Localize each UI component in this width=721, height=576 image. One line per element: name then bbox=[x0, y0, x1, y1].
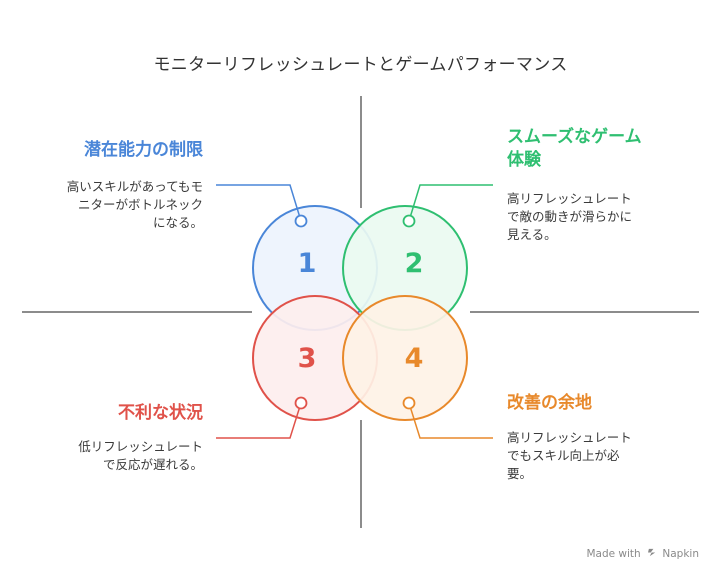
diagram-title: モニターリフレッシュレートとゲームパフォーマンス bbox=[153, 55, 568, 75]
quadrant-3-desc-line: で反応が遅れる。 bbox=[102, 457, 203, 472]
made-with-text: Made with bbox=[586, 548, 641, 560]
quadrant-3-title: 不利な状況 bbox=[118, 403, 203, 423]
connector-4 bbox=[408, 402, 493, 439]
connector-dot-2 bbox=[402, 214, 416, 228]
quadrant-2-title-line: スムーズなゲーム bbox=[507, 127, 642, 147]
circle-number-3: 3 bbox=[297, 343, 317, 374]
quadrant-2-desc-line: で敵の動きが滑らかに bbox=[507, 209, 633, 224]
quadrant-2-description: 高リフレッシュレート で敵の動きが滑らかに 見える。 bbox=[507, 190, 707, 244]
circle-4 bbox=[342, 295, 468, 421]
quadrant-2-title: スムーズなゲーム 体験 bbox=[507, 126, 707, 172]
quadrant-4-desc-line: 要。 bbox=[507, 466, 533, 481]
quadrant-2-title-line: 体験 bbox=[507, 150, 541, 170]
connector-dot-4 bbox=[402, 396, 416, 410]
quadrant-4-description: 高リフレッシュレート でもスキル向上が必 要。 bbox=[507, 429, 707, 483]
circle-number-2: 2 bbox=[404, 248, 424, 279]
connector-1 bbox=[216, 184, 302, 222]
quadrant-4-desc-line: 高リフレッシュレート bbox=[507, 430, 632, 445]
quadrant-2-desc-line: 見える。 bbox=[507, 227, 557, 242]
connector-dot-1 bbox=[294, 214, 308, 228]
connector-dot-3 bbox=[294, 396, 308, 410]
connector-2 bbox=[408, 184, 493, 222]
quadrant-1-desc-line: 高いスキルがあってもモ bbox=[66, 179, 203, 194]
quadrant-1-description: 高いスキルがあってもモ ニターがボトルネック になる。 bbox=[18, 178, 203, 232]
quadrant-1-desc-line: になる。 bbox=[152, 215, 203, 230]
quadrant-3-desc-line: 低リフレッシュレート bbox=[78, 439, 203, 454]
quadrant-3-description: 低リフレッシュレート で反応が遅れる。 bbox=[18, 438, 203, 474]
connector-3 bbox=[216, 402, 302, 439]
quadrant-4-title: 改善の余地 bbox=[507, 393, 592, 413]
quadrant-1-title: 潜在能力の制限 bbox=[84, 140, 203, 160]
quadrant-1-desc-line: ニターがボトルネック bbox=[77, 197, 203, 212]
quadrant-2-desc-line: 高リフレッシュレート bbox=[507, 191, 632, 206]
napkin-brand-text: Napkin bbox=[662, 548, 699, 560]
circle-number-1: 1 bbox=[297, 248, 317, 279]
quadrant-4-desc-line: でもスキル向上が必 bbox=[507, 448, 620, 463]
made-with-footer[interactable]: Made with Napkin bbox=[586, 548, 699, 560]
napkin-logo-icon bbox=[648, 548, 657, 560]
circle-number-4: 4 bbox=[404, 343, 424, 374]
